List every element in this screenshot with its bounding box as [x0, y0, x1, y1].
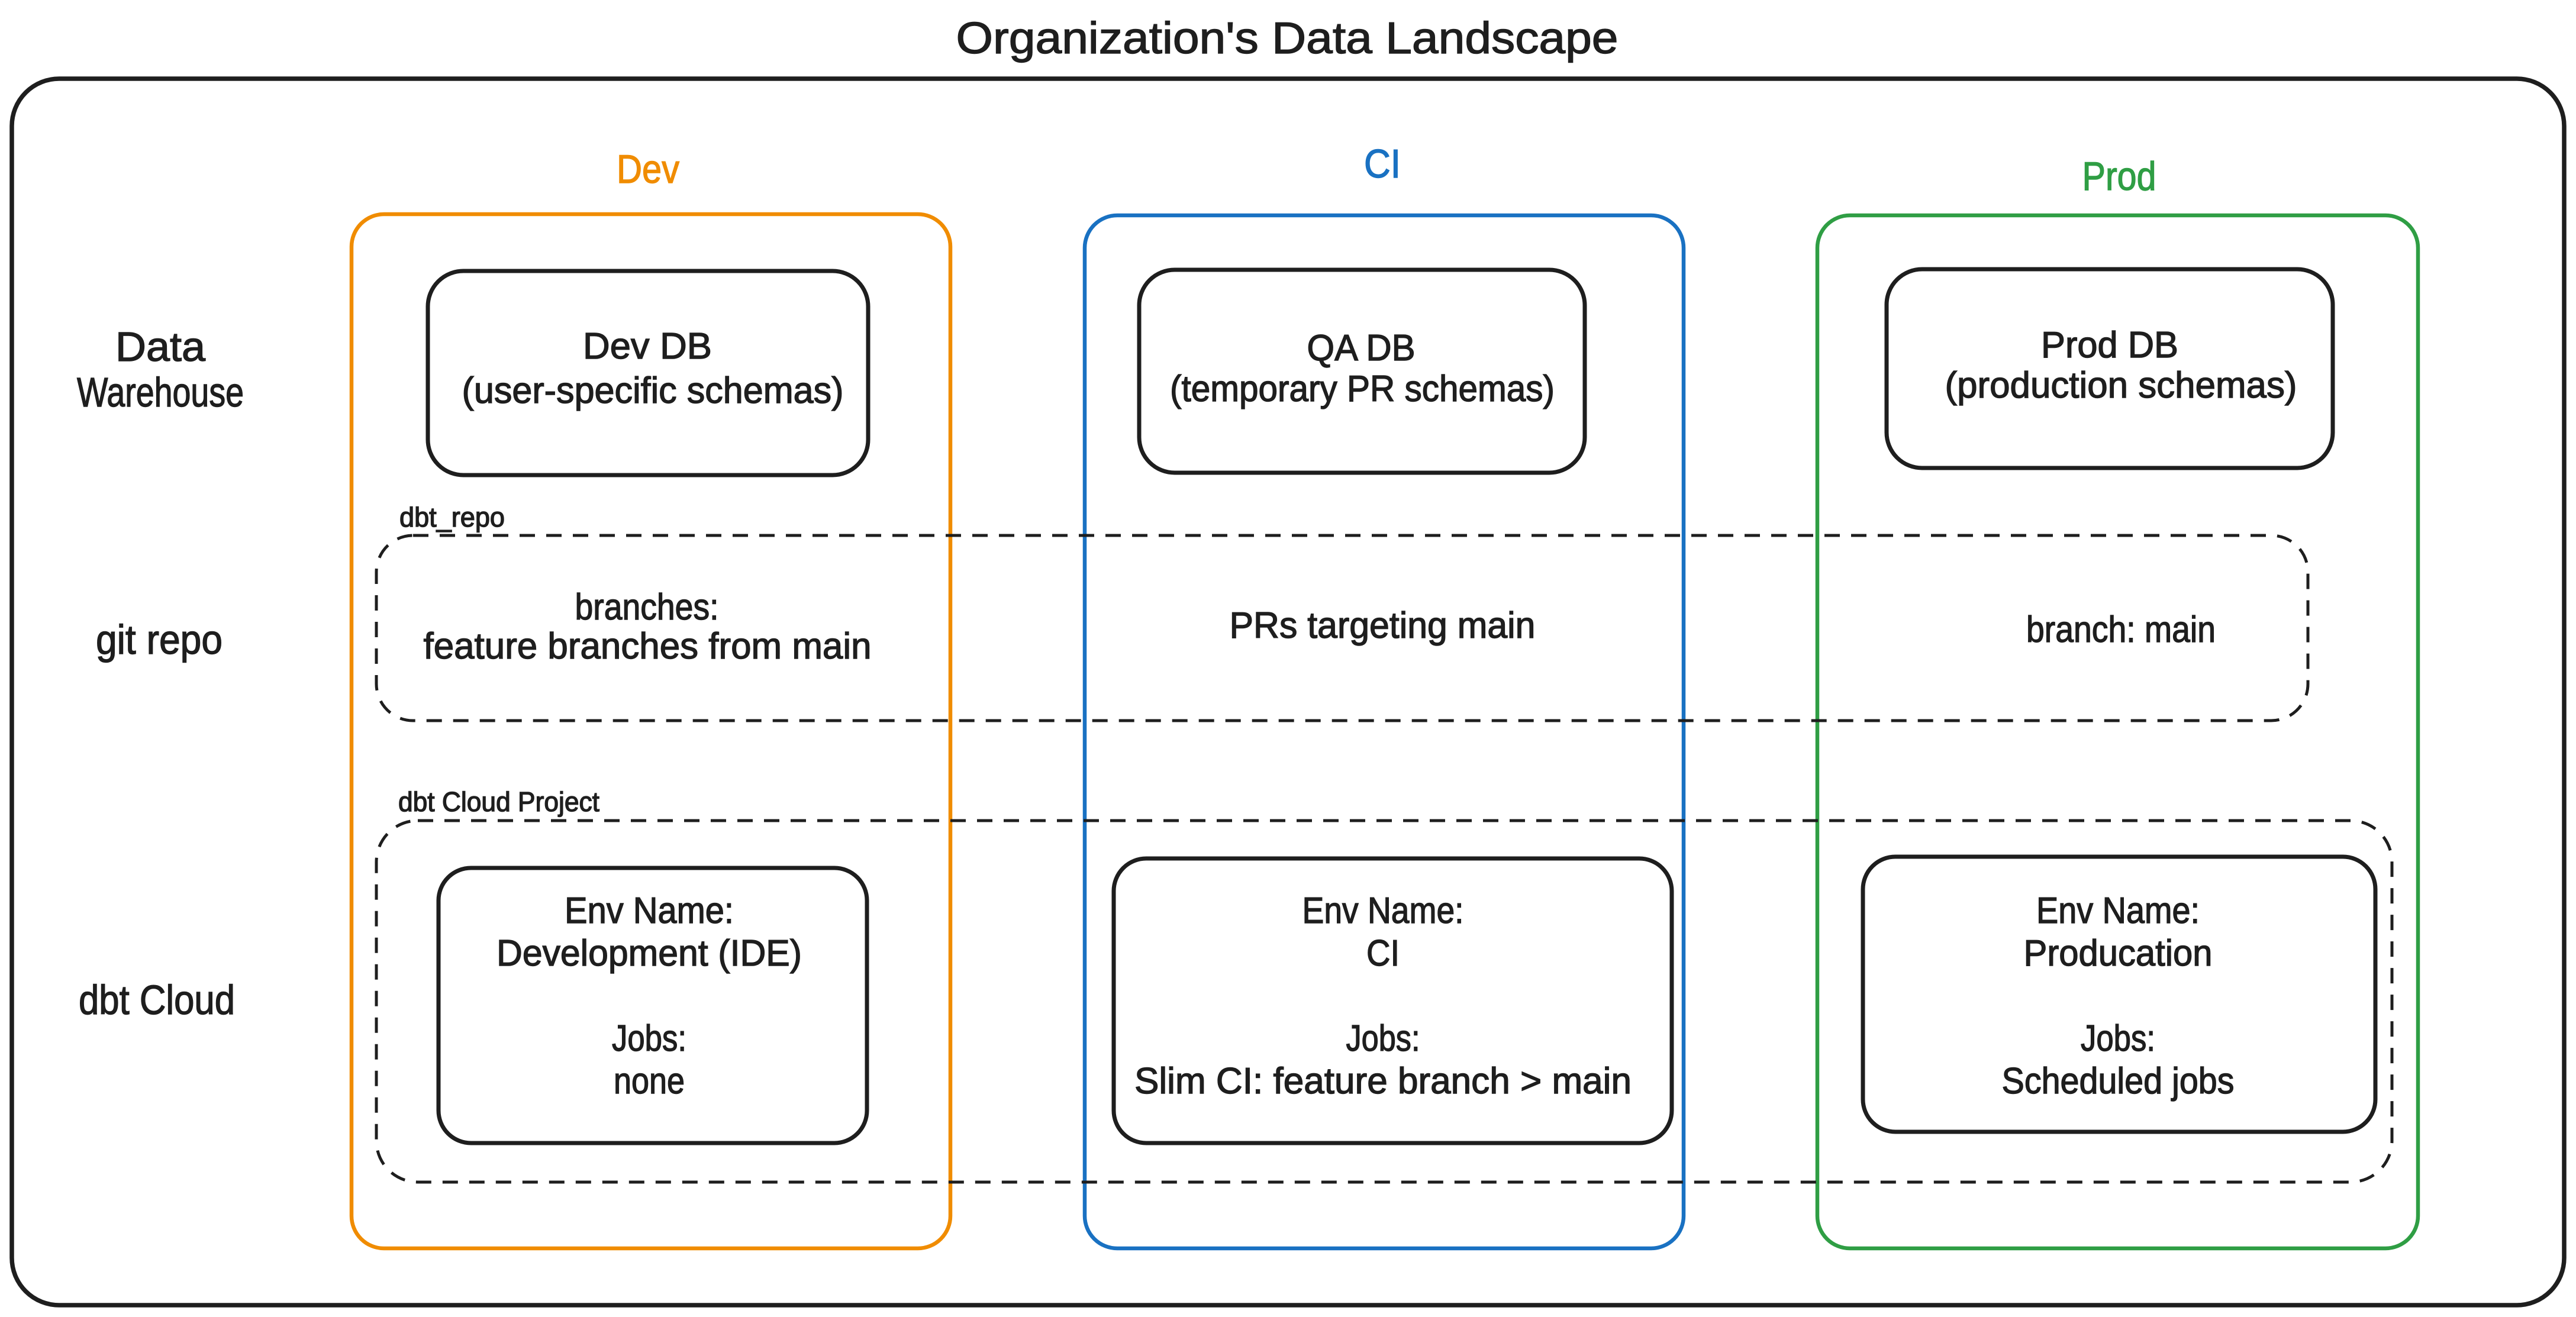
svg-text:Organization's Data Landscape: Organization's Data Landscape	[956, 13, 1619, 63]
svg-text:Dev: Dev	[617, 147, 679, 192]
svg-text:(temporary PR schemas): (temporary PR schemas)	[1170, 369, 1555, 409]
svg-text:Jobs:: Jobs:	[612, 1018, 686, 1059]
svg-text:QA DB: QA DB	[1307, 328, 1416, 369]
svg-text:Development (IDE): Development (IDE)	[496, 933, 802, 974]
svg-text:Env Name:: Env Name:	[565, 890, 734, 931]
svg-text:branches:: branches:	[575, 587, 719, 628]
svg-text:feature branches from main: feature branches from main	[424, 626, 872, 667]
svg-text:dbt_repo: dbt_repo	[399, 502, 505, 532]
svg-text:Data: Data	[115, 324, 205, 370]
svg-text:branch: main: branch: main	[2026, 609, 2216, 650]
svg-text:Prod DB: Prod DB	[2041, 325, 2178, 366]
svg-text:(user-specific schemas): (user-specific schemas)	[462, 370, 844, 411]
svg-text:Dev DB: Dev DB	[583, 326, 712, 367]
svg-text:PRs targeting main: PRs targeting main	[1230, 605, 1536, 646]
svg-text:Jobs:: Jobs:	[1346, 1018, 1420, 1059]
svg-text:CI: CI	[1366, 933, 1400, 974]
svg-text:Prod: Prod	[2082, 154, 2156, 199]
svg-text:dbt Cloud: dbt Cloud	[79, 977, 235, 1023]
svg-text:git repo: git repo	[96, 616, 223, 663]
svg-text:(production schemas): (production schemas)	[1945, 365, 2297, 406]
svg-text:none: none	[614, 1061, 685, 1102]
svg-text:Warehouse: Warehouse	[77, 369, 244, 415]
svg-text:Env Name:: Env Name:	[1302, 890, 1464, 931]
svg-text:Slim CI: feature branch > main: Slim CI: feature branch > main	[1134, 1061, 1632, 1102]
svg-text:Jobs:: Jobs:	[2081, 1018, 2155, 1059]
svg-text:Scheduled jobs: Scheduled jobs	[2002, 1061, 2235, 1102]
svg-text:CI: CI	[1364, 141, 1401, 186]
svg-text:Producation: Producation	[2024, 933, 2213, 974]
svg-text:dbt Cloud Project: dbt Cloud Project	[398, 786, 599, 817]
svg-text:Env Name:: Env Name:	[2036, 890, 2200, 931]
